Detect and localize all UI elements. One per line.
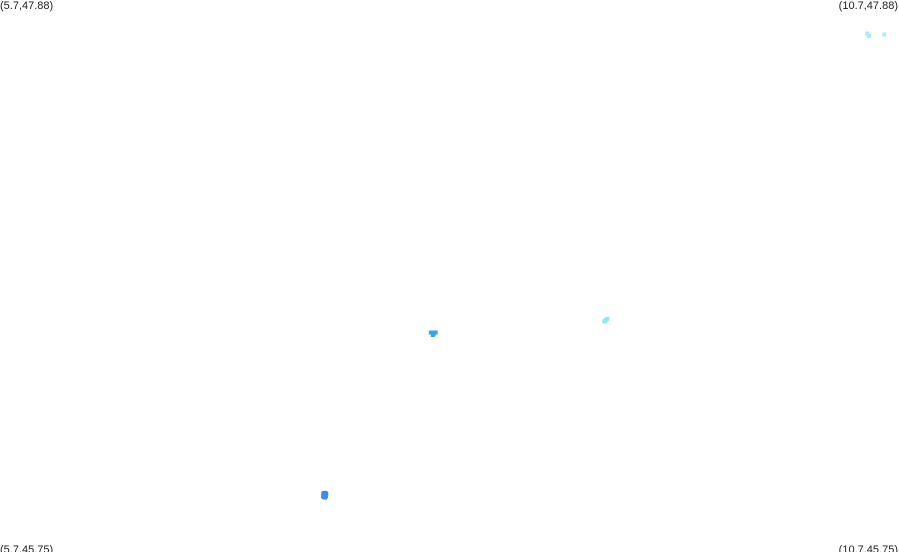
map-point — [882, 32, 887, 37]
map-point — [430, 333, 435, 338]
corner-label-bottom-left: (5.7,45.75) — [0, 544, 54, 552]
map-point — [867, 34, 872, 38]
corner-label-top-left: (5.7,47.88) — [0, 0, 54, 12]
cluster-north-east — [865, 31, 887, 38]
cluster-center — [428, 330, 438, 338]
map-point — [428, 330, 433, 335]
map-point — [603, 319, 608, 324]
map-point — [321, 494, 326, 499]
corner-label-top-right: (10.7,47.88) — [838, 0, 898, 12]
map-point — [324, 491, 329, 496]
corner-label-bottom-right: (10.7,45.75) — [838, 544, 898, 552]
map-point — [605, 316, 610, 321]
cluster-east — [602, 316, 610, 324]
cluster-south — [321, 490, 329, 500]
map-point — [323, 495, 328, 500]
